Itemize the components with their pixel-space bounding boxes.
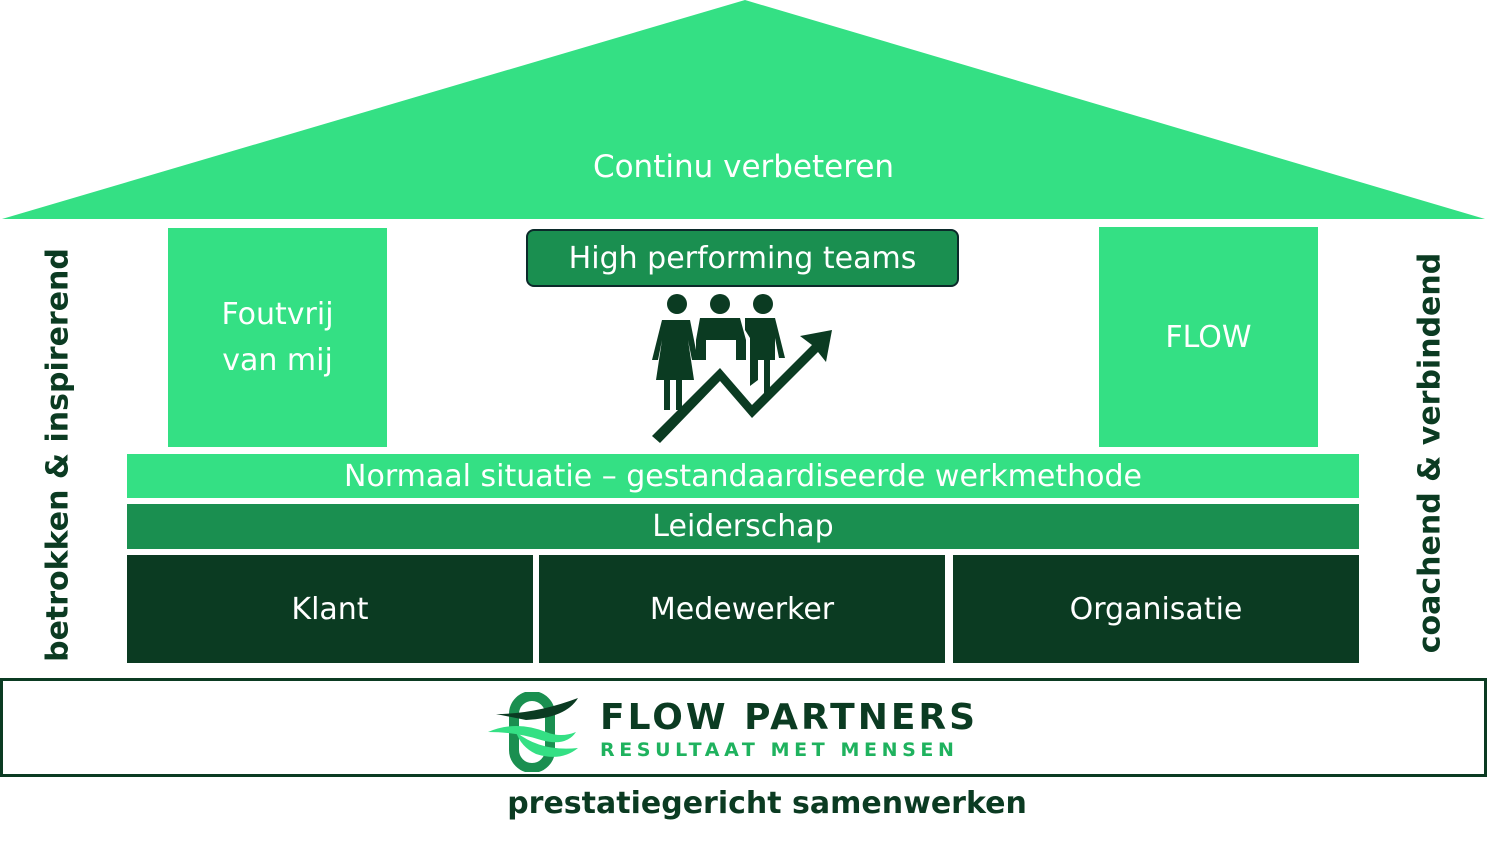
foundation-organisatie: Organisatie bbox=[953, 555, 1359, 663]
bar-normaal-situatie: Normaal situatie – gestandaardiseerde we… bbox=[127, 454, 1359, 498]
flow-partners-logo-icon bbox=[488, 692, 578, 772]
footer-tagline: prestatiegericht samenwerken bbox=[507, 785, 1027, 821]
foundation-klant: Klant bbox=[127, 555, 533, 663]
side-label-left: betrokken & inspirerend bbox=[40, 248, 76, 662]
side-label-right: coachend & verbindend bbox=[1412, 252, 1448, 654]
bar-leiderschap: Leiderschap bbox=[127, 504, 1359, 549]
high-performing-teams-label: High performing teams bbox=[526, 229, 959, 287]
team-growth-icon bbox=[652, 294, 832, 443]
footer-logo-box bbox=[0, 678, 1487, 777]
roof bbox=[2, 0, 1485, 219]
pillar-flow: FLOW bbox=[1099, 227, 1318, 447]
foundation-medewerker: Medewerker bbox=[539, 555, 945, 663]
pillar-foutvrij-line2: van mij bbox=[222, 342, 333, 378]
roof-label: Continu verbeteren bbox=[592, 149, 895, 185]
logo-name: FLOW PARTNERS bbox=[600, 697, 979, 738]
pillar-foutvrij: Foutvrij van mij bbox=[168, 228, 387, 447]
logo-tagline: RESULTAAT MET MENSEN bbox=[600, 739, 959, 761]
pillar-foutvrij-line1: Foutvrij bbox=[221, 296, 334, 332]
